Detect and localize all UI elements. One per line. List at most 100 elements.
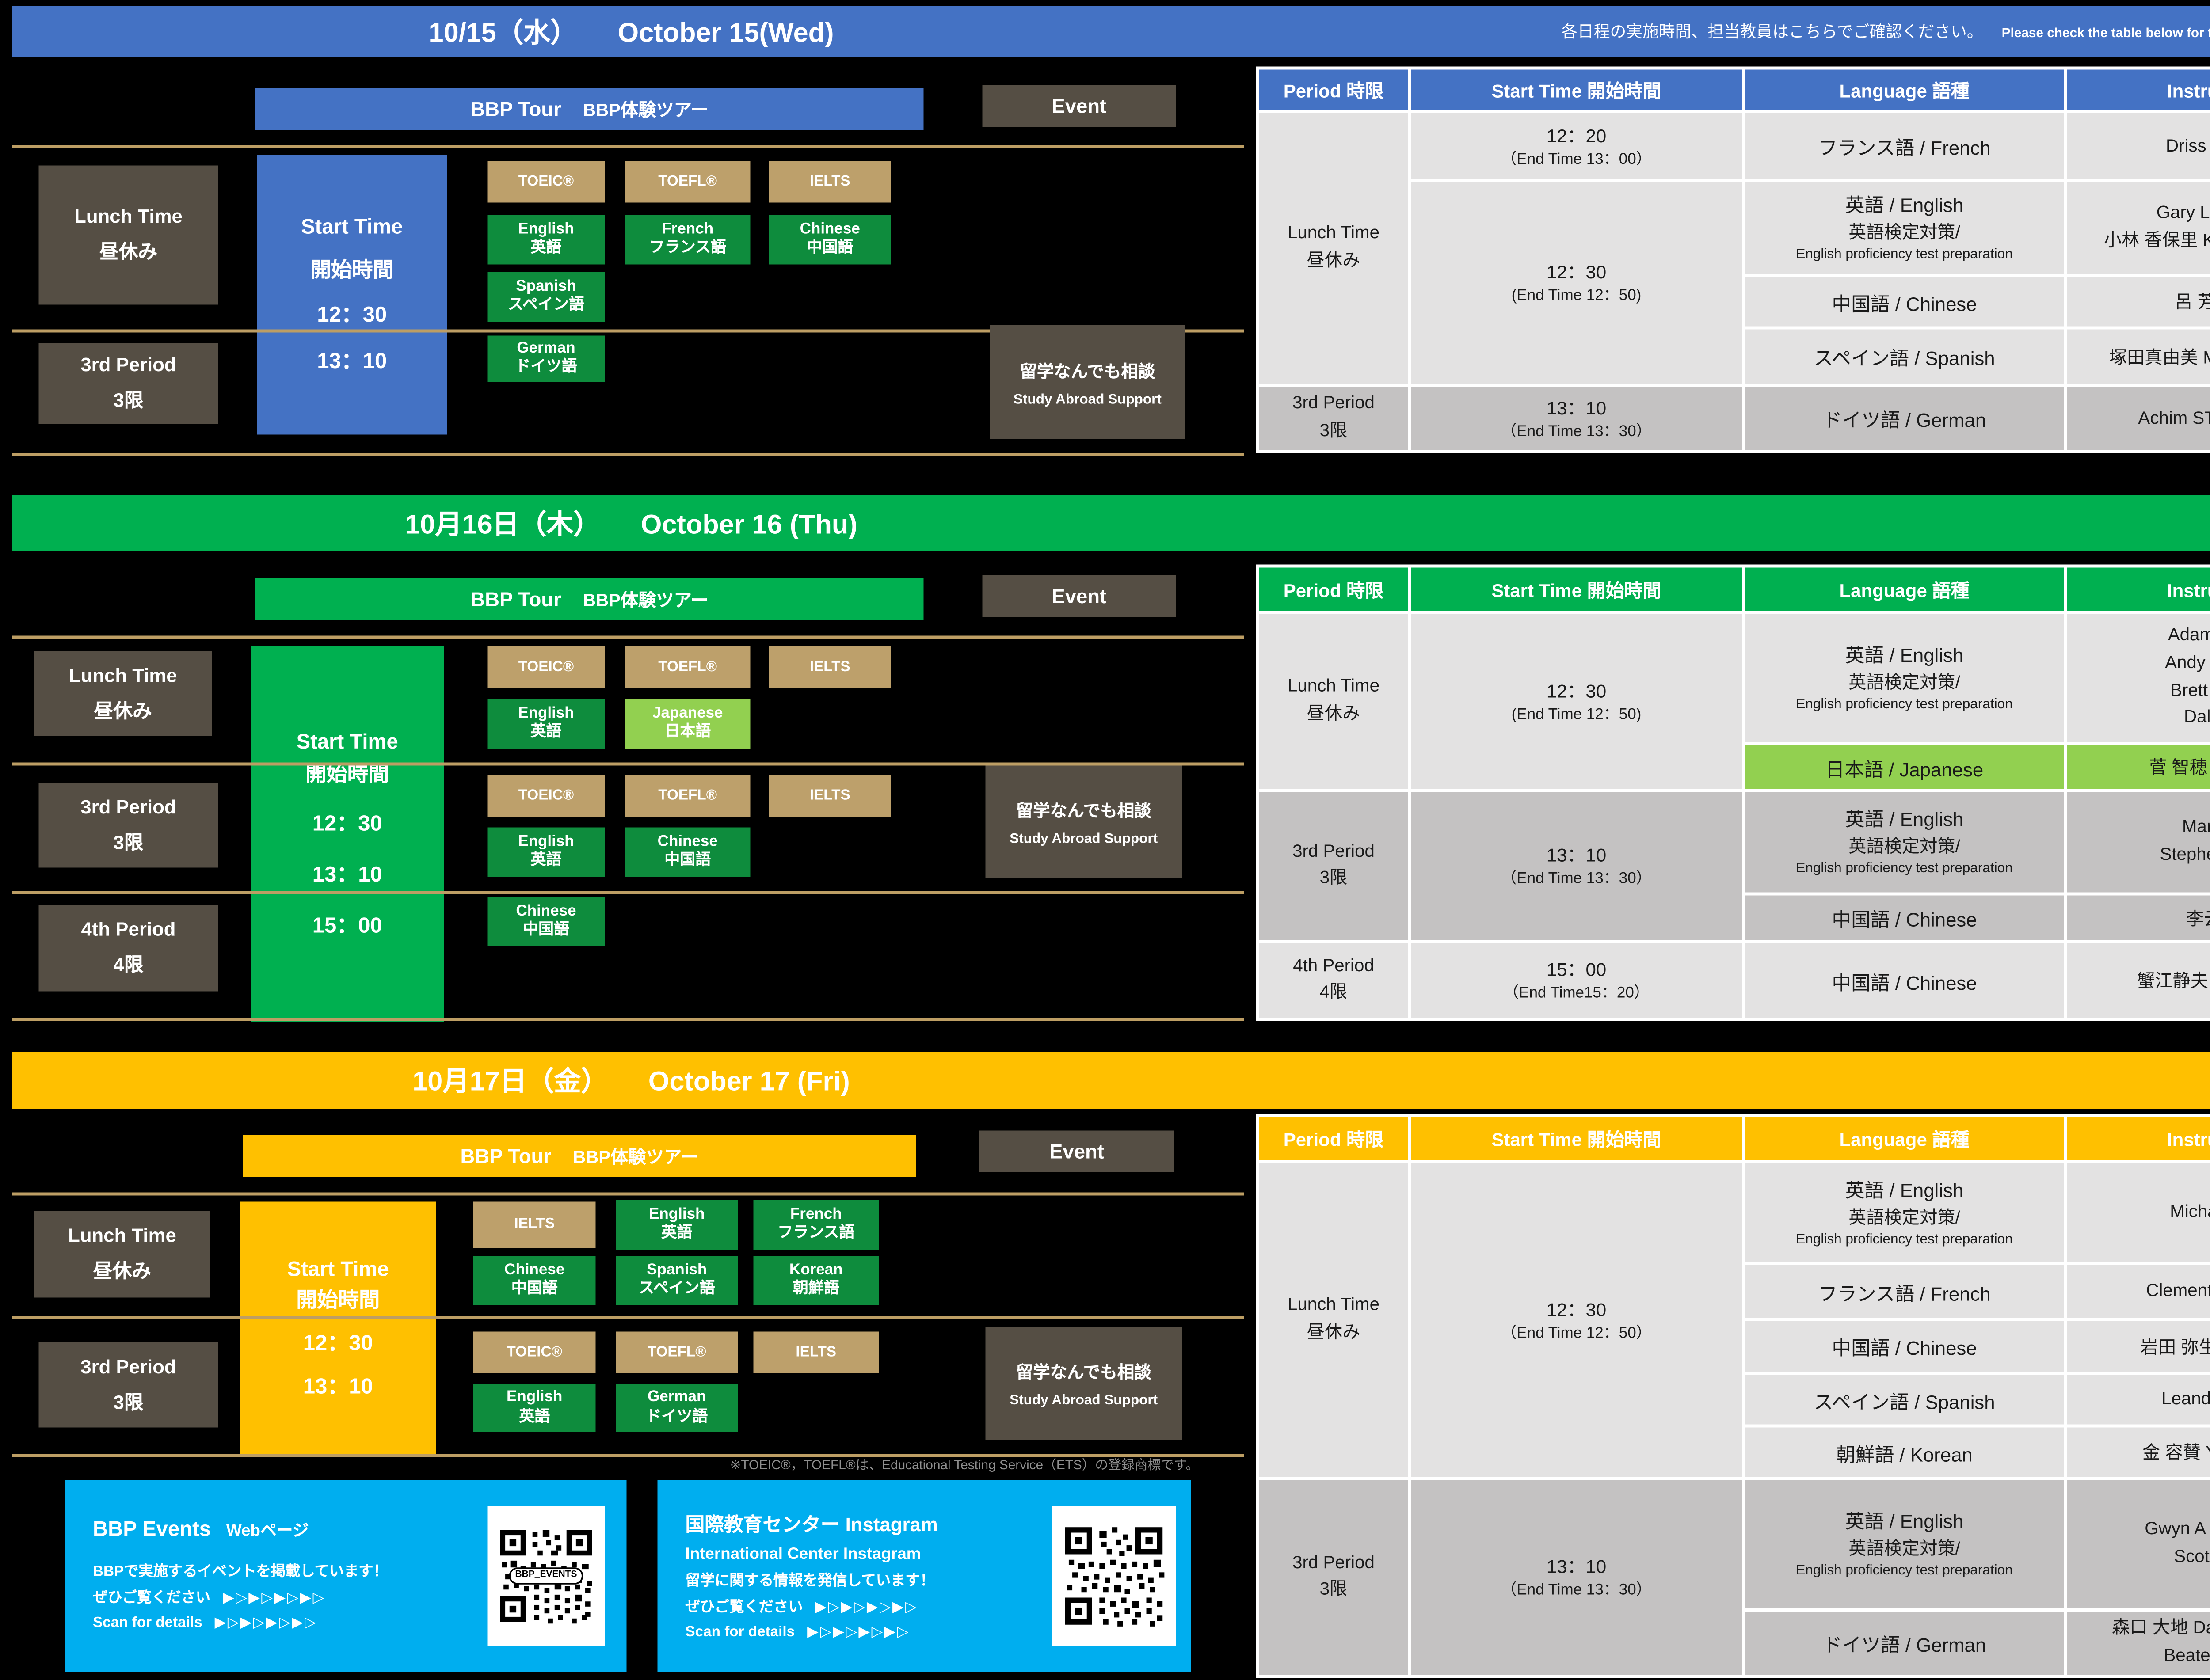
day3-event-box: Event: [979, 1130, 1174, 1172]
period-cell: 3rd Period 3限: [1256, 384, 1411, 453]
arrows: ▶▷▶▷▶▷▶▷: [223, 1589, 326, 1607]
cell-text: 英語 / English: [1845, 810, 1964, 832]
day3-spanish-badge: Spanish スペイン語: [616, 1256, 738, 1305]
table-row: 朝鮮語 / Korean 金 容賛 Yongchan KIM: [1258, 1424, 2210, 1480]
cell-text: 英語検定対策/: [1848, 1540, 1960, 1559]
cell-text: 英語検定対策/: [1848, 1209, 1960, 1228]
divider: [12, 1316, 1244, 1319]
cell-text: 英語 / English: [1845, 1512, 1964, 1534]
language-cell: スペイン語 / Spanish: [1742, 326, 2067, 387]
bbp-tour-label-en: BBP Tour: [460, 1144, 552, 1168]
divider: [12, 762, 1244, 766]
cell-text: 英語検定対策/: [1848, 838, 1960, 857]
day2-start-time-2: 13：10: [312, 861, 382, 886]
cell-text: (End Time 12：50): [1511, 288, 1642, 305]
language-cell: 英語 / English 英語検定対策/ English proficiency…: [1742, 789, 2067, 896]
period-cell: 3rd Period 3限: [1256, 1477, 1411, 1678]
badge-text: English: [518, 704, 574, 722]
instructor-cell: Michael DELVE: [2064, 1160, 2210, 1265]
day3-title-bar: 10月17日（金）October 17 (Fri): [12, 1052, 2210, 1109]
cell-text: 15：00: [1546, 959, 1607, 981]
cell-text: 3rd Period: [1292, 1554, 1375, 1573]
col-instructor: Instructor 教員: [2064, 66, 2210, 113]
cell-text: 昼休み: [1307, 251, 1360, 270]
table-row: 日本語 / Japanese 菅 智穂 Chiho SUGA: [1258, 742, 2210, 792]
cell-text: English proficiency test preparation: [1796, 1231, 2013, 1247]
cell-text: Gwyn A HELVERSON: [2145, 1520, 2210, 1539]
language-cell: 英語 / English 英語検定対策/ English proficiency…: [1742, 1477, 2067, 1612]
period3-label-en: 3rd Period: [80, 1355, 176, 1377]
instructor-cell: Mary HILLIS Stephen MULLER: [2064, 789, 2210, 896]
instructor-cell: Driss HARRASS: [2064, 110, 2210, 182]
col-period: Period 時限: [1256, 1114, 1411, 1163]
language-cell: スペイン語 / Spanish: [1742, 1372, 2067, 1428]
day1-bbp-tour-pill: BBP Tour BBP体験ツアー: [255, 88, 924, 130]
day2-lunch-box: Lunch Time 昼休み: [34, 651, 212, 736]
cell-text: 4th Period: [1293, 957, 1374, 976]
badge-text: German: [517, 339, 575, 357]
international-center-card: 国際教育センター Instagram International Center …: [657, 1480, 1191, 1672]
day2-study-abroad-box: 留学なんでも相談 Study Abroad Support: [985, 765, 1182, 878]
divider: [12, 635, 1244, 639]
col-language: Language 語種: [1742, 564, 2067, 614]
day1-start-time-box: Start Time 開始時間 12：30 13：10: [257, 155, 447, 435]
badge-text: Japanese: [652, 704, 723, 722]
table-header-row: Period 時限 Start Time 開始時間 Language 語種 In…: [1256, 564, 2210, 614]
badge-text: Spanish: [647, 1261, 707, 1278]
col-instructor: Instructor 教員: [2064, 1114, 2210, 1163]
card-title-text: 国際教育センター Instagram: [685, 1514, 938, 1536]
day2-title-bar: 10月16日（木）October 16 (Thu): [12, 495, 2210, 551]
day2-period3-box: 3rd Period 3限: [38, 783, 218, 868]
instructor-cell: 李云 Yun LI: [2064, 892, 2210, 943]
day3-toeic-badge: TOEIC®: [473, 1331, 596, 1373]
day1-ielts-badge: IELTS: [769, 161, 891, 203]
language-cell: 中国語 / Chinese: [1742, 274, 2067, 330]
badge-text: ドイツ語: [646, 1408, 708, 1425]
day2-period4-box: 4th Period 4限: [38, 905, 218, 992]
table-row: 3rd Period 3限 13：10 （End Time 13：30） ドイツ…: [1256, 384, 2210, 453]
instructor-cell: 塚田真由美 Mayumi TSUKADA: [2064, 326, 2210, 387]
col-start-time: Start Time 開始時間: [1408, 66, 1745, 113]
table-row: ドイツ語 / German 森口 大地 Daichi MORIGUCHI Bea…: [1258, 1608, 2210, 1678]
language-cell: 中国語 / Chinese: [1742, 1318, 2067, 1375]
badge-text: フランス語: [777, 1225, 855, 1242]
table-row: スペイン語 / Spanish Leandro SARTINI: [1258, 1372, 2210, 1428]
cell-text: Beate MUELLER: [2164, 1646, 2210, 1665]
badge-text: スペイン語: [638, 1281, 715, 1298]
cell-text: Lunch Time: [1287, 677, 1380, 696]
card-body: BBPで実施するイベントを掲載しています！ ぜひご覧ください▶▷▶▷▶▷▶▷ S…: [93, 1561, 388, 1638]
col-language: Language 語種: [1742, 1114, 2067, 1163]
badge-text: 英語: [661, 1225, 693, 1242]
day3-title-en: October 17 (Fri): [648, 1065, 850, 1097]
day3-ielts-badge-2: IELTS: [753, 1331, 879, 1373]
card-subtitle-text: International Center Instagram: [685, 1545, 921, 1564]
study-abroad-en: Study Abroad Support: [1010, 1392, 1158, 1407]
day2-schedule-table: Period 時限 Start Time 開始時間 Language 語種 In…: [1256, 564, 2210, 1021]
time-cell: 13：10 （End Time 13：30）: [1408, 789, 1745, 943]
day2-start-time-1: 12：30: [312, 810, 382, 836]
badge-text: Korean: [789, 1261, 843, 1278]
cell-text: （End Time 13：30）: [1501, 870, 1652, 888]
cell-text: （End Time15：20）: [1503, 985, 1650, 1003]
cell-text: （End Time 13：30）: [1501, 423, 1652, 440]
day3-ielts-badge: IELTS: [473, 1201, 596, 1248]
lunch-label-en: Lunch Time: [74, 205, 183, 228]
cell-text: 英語検定対策/: [1848, 224, 1960, 243]
arrows: ▶▷▶▷▶▷▶▷: [214, 1615, 318, 1632]
instructor-cell: 森口 大地 Daichi MORIGUCHI Beate MUELLER: [2064, 1608, 2210, 1678]
cell-text: 3限: [1319, 421, 1348, 440]
bbp-tour-label-en: BBP Tour: [470, 97, 561, 121]
badge-text: French: [662, 220, 714, 238]
language-cell: 日本語 / Japanese: [1742, 742, 2067, 792]
cell-text: 昼休み: [1307, 704, 1360, 723]
badge-text: English: [649, 1205, 705, 1223]
banner-note-jp: 各日程の実施時間、担当教員はこちらでご確認ください。: [1561, 23, 1983, 42]
day3-schedule-table: Period 時限 Start Time 開始時間 Language 語種 In…: [1256, 1114, 2210, 1678]
day3-start-time-box: Start Time 開始時間 12：30 13：10: [240, 1201, 436, 1456]
study-abroad-en: Study Abroad Support: [1014, 390, 1162, 406]
day2-ielts-badge-2: IELTS: [769, 775, 891, 817]
cell-text: English proficiency test preparation: [1796, 860, 2013, 876]
time-cell: 15：00 （End Time15：20）: [1408, 940, 1745, 1021]
